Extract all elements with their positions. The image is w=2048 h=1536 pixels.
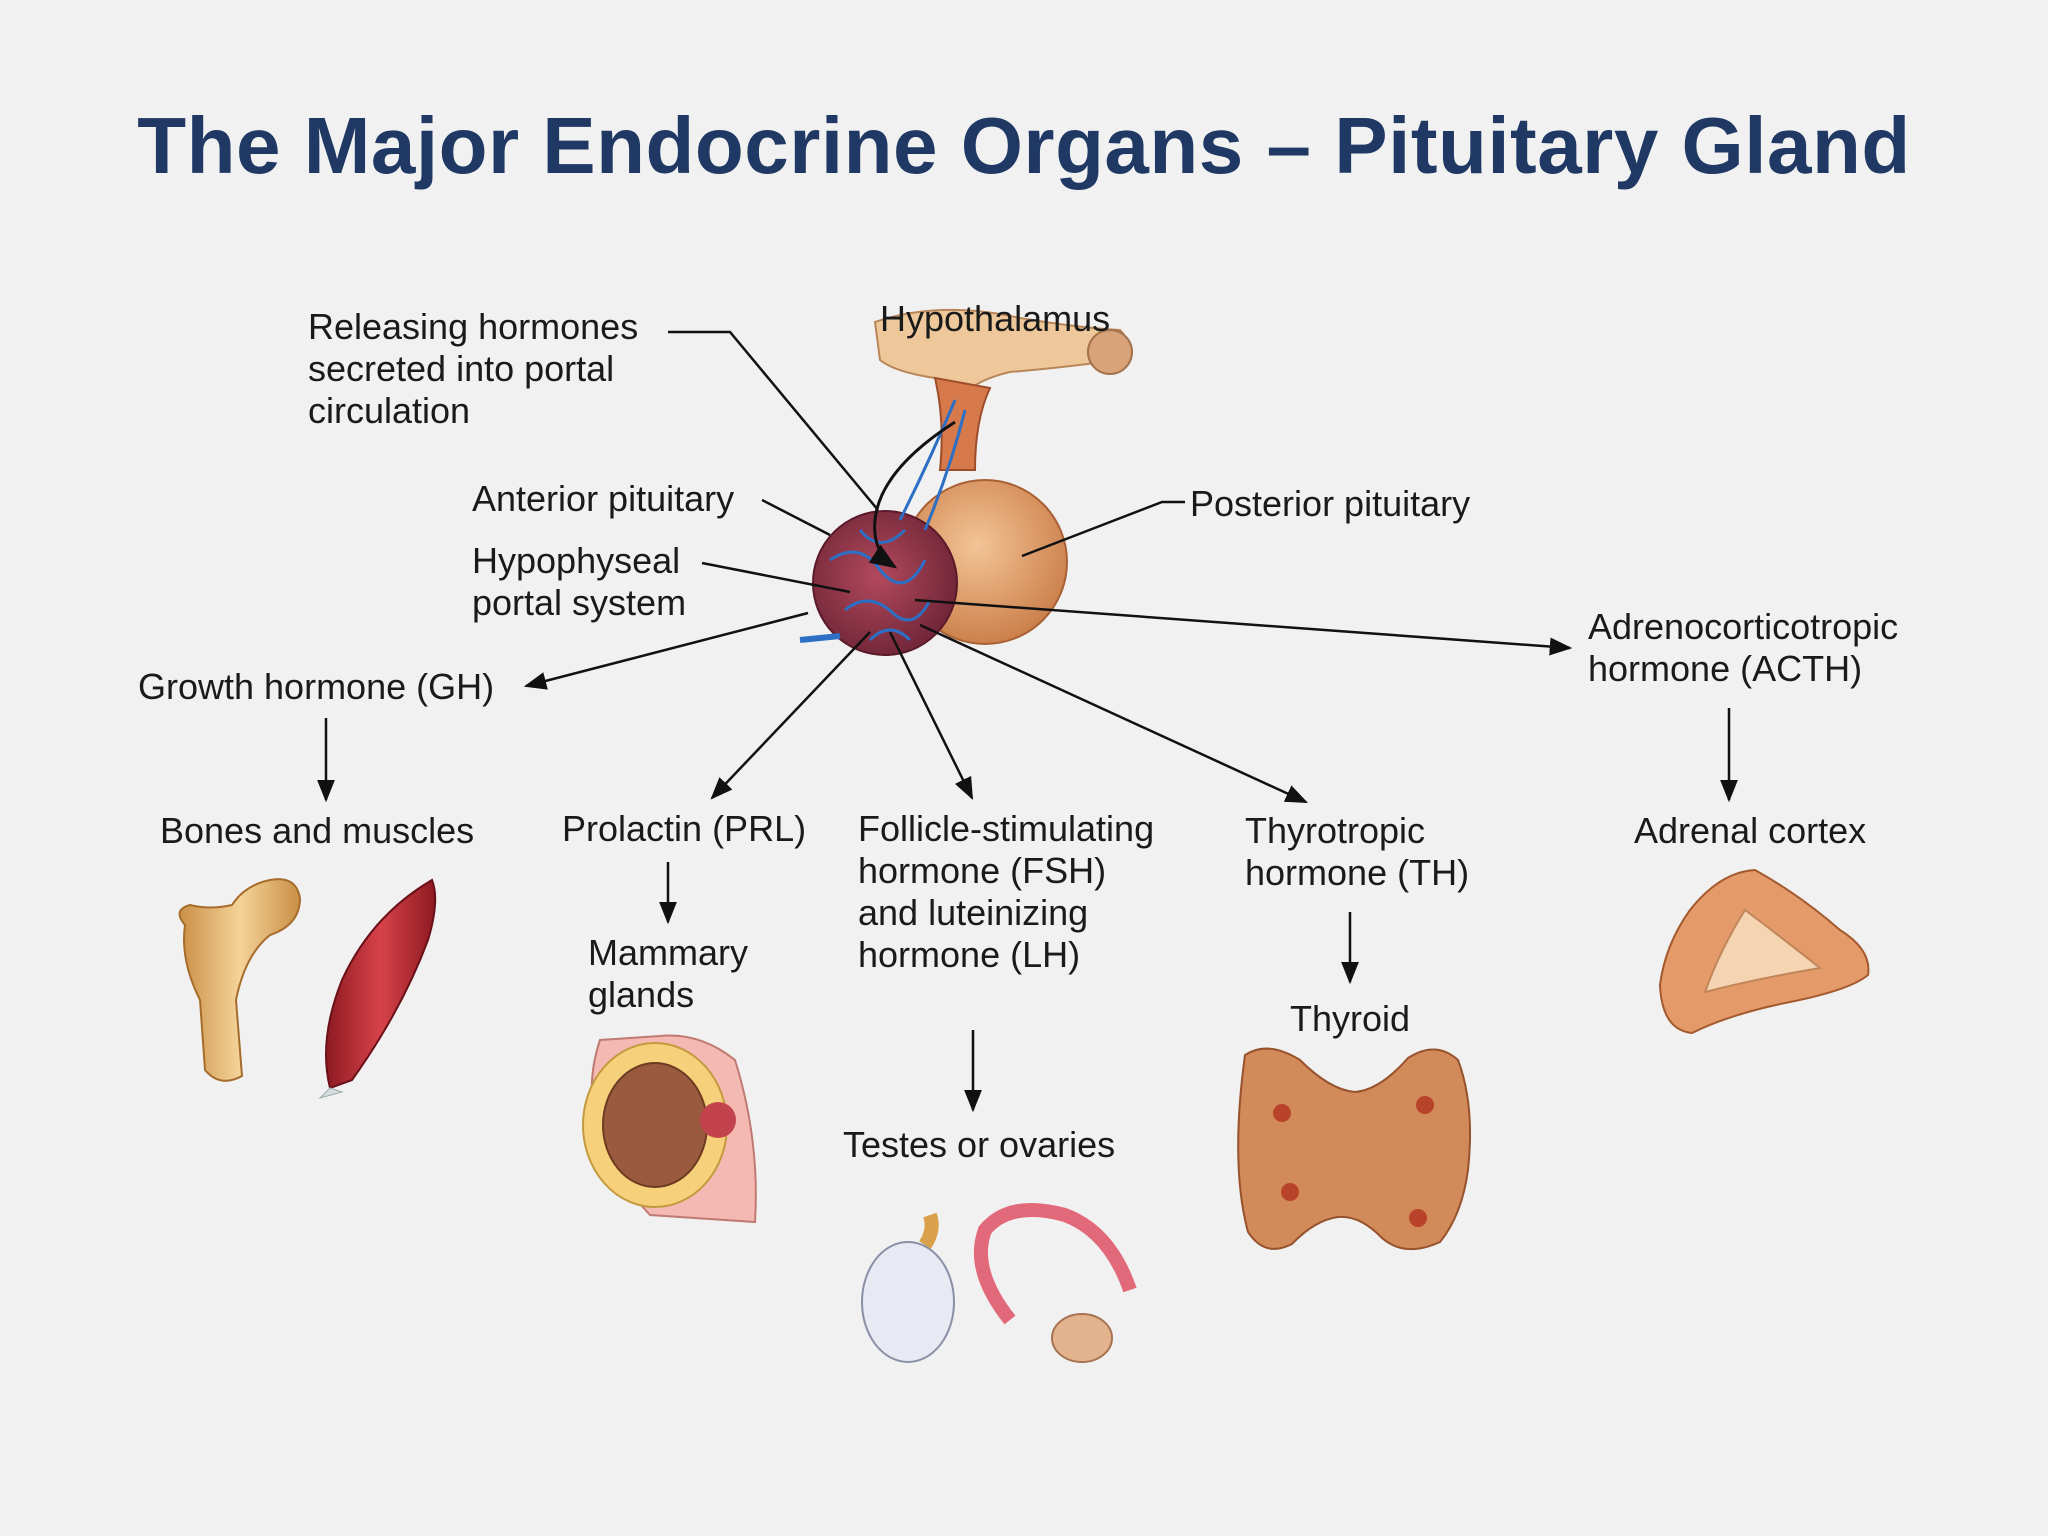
muscle-illustration <box>318 878 437 1099</box>
label-bones-and-muscles: Bones and muscles <box>160 810 475 851</box>
hormone-arrows <box>523 598 1573 804</box>
label-thyrotropic-hormone: Thyrotropic hormone (TH) <box>1245 810 1470 893</box>
label-posterior-pituitary: Posterior pituitary <box>1190 483 1471 524</box>
label-adrenal-cortex: Adrenal cortex <box>1634 810 1867 851</box>
ovary-illustration <box>973 1203 1137 1363</box>
arrow-to-acth <box>914 598 1573 656</box>
portal-stub <box>799 633 841 643</box>
label-growth-hormone: Growth hormone (GH) <box>138 666 495 707</box>
leader-releasing <box>668 330 879 511</box>
neuron-path <box>868 420 956 569</box>
testis-illustration <box>861 1212 955 1363</box>
target-arrows <box>317 708 1738 1113</box>
label-mammary-glands: Mammary glands <box>588 932 748 1015</box>
label-releasing-hormones: Releasing hormones secreted into portal … <box>308 306 639 431</box>
thyroid-illustration <box>1237 1047 1472 1251</box>
arrow-to-fsh <box>888 631 974 801</box>
arrow-to-prl <box>710 631 871 800</box>
bone-illustration <box>178 878 302 1082</box>
leader-portal <box>701 561 851 594</box>
leader-lines <box>668 330 1185 594</box>
slide-title: The Major Endocrine Organs – Pituitary G… <box>137 101 1911 190</box>
portal-vessels <box>829 399 967 642</box>
arrow-to-th <box>919 623 1309 804</box>
label-acth: Adrenocorticotropic hormone (ACTH) <box>1588 606 1899 689</box>
leader-anterior <box>761 498 831 537</box>
label-prolactin: Prolactin (PRL) <box>562 808 807 849</box>
label-hypophyseal-portal-system: Hypophyseal portal system <box>472 540 687 623</box>
mammary-illustration <box>582 1034 757 1224</box>
leader-posterior <box>1021 500 1185 558</box>
label-thyroid: Thyroid <box>1290 998 1411 1039</box>
label-anterior-pituitary: Anterior pituitary <box>472 478 735 519</box>
arrow-to-gh <box>523 611 809 690</box>
optic-nub <box>1087 329 1133 375</box>
label-testes-or-ovaries: Testes or ovaries <box>843 1124 1116 1165</box>
label-fsh-lh: Follicle-stimulating hormone (FSH) and l… <box>858 808 1155 975</box>
label-hypothalamus: Hypothalamus <box>880 298 1111 339</box>
anterior-pituitary-shape <box>812 510 958 656</box>
adrenal-illustration <box>1658 868 1870 1035</box>
